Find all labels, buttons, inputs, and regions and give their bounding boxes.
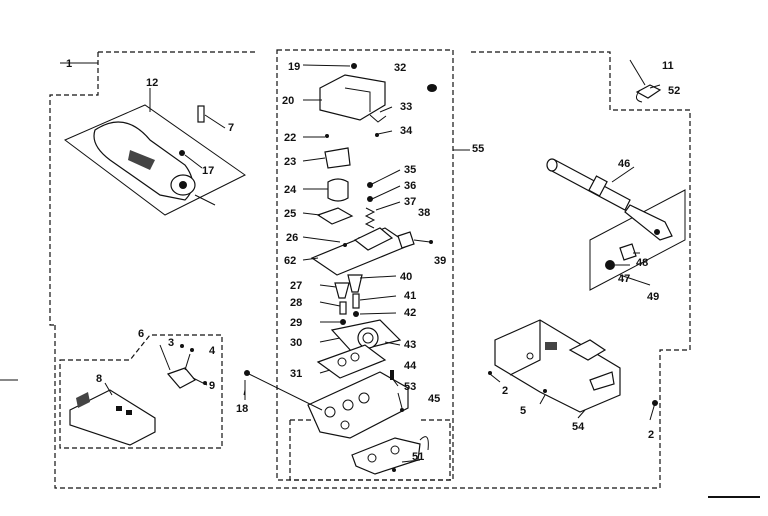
label-9: 9 [209,380,215,392]
label-3: 3 [168,337,174,349]
label-23: 23 [284,156,296,168]
spring-37 [364,207,376,229]
label-1: 1 [66,58,72,70]
label-31: 31 [290,368,302,380]
ball-22 [325,134,329,138]
label-34: 34 [400,125,413,137]
tube-46 [546,158,673,241]
label-40: 40 [400,271,412,283]
orifice-51 [351,437,421,475]
label-43: 43 [404,339,416,351]
label-47: 47 [618,273,630,285]
cap-32 [427,84,437,92]
label-38: 38 [418,207,430,219]
label-8: 8 [96,373,102,385]
label-4: 4 [209,345,216,357]
pin-28 [339,301,347,315]
knob-40 [347,274,363,293]
gasket-25 [316,207,354,225]
label-2a: 2 [502,385,508,397]
screw-2a [488,371,492,375]
bracket-8 [69,389,156,446]
spring-33 [369,114,387,123]
screw-5 [543,389,547,393]
pin-7 [197,105,205,123]
label-27: 27 [290,280,302,292]
label-37: 37 [404,196,416,208]
bracket-23 [324,147,351,169]
mounting-bracket-54 [494,319,621,413]
gasket-31 [316,344,387,379]
label-5: 5 [520,405,526,417]
cylinder-24 [327,178,349,202]
label-41: 41 [404,290,416,302]
screw-4 [190,348,194,352]
plate-62 [310,227,412,276]
label-24: 24 [284,184,297,196]
nut-47 [605,260,615,270]
label-25: 25 [284,208,296,220]
clip-9 [166,367,196,389]
screw-44 [390,370,394,380]
label-18: 18 [236,403,248,415]
valve-assembly-box [276,49,454,481]
label-33: 33 [400,101,412,113]
label-12: 12 [146,77,158,89]
label-30: 30 [290,337,302,349]
label-48: 48 [636,257,648,269]
label-62: 62 [284,255,296,267]
handle-assembly-12 [64,104,246,216]
label-42: 42 [404,307,416,319]
label-39: 39 [434,255,446,267]
label-51: 51 [412,451,424,463]
label-55: 55 [472,143,484,155]
screw-17 [179,150,185,156]
label-19: 19 [288,61,300,73]
label-20: 20 [282,95,294,107]
label-49: 49 [647,291,659,303]
label-32: 32 [394,62,406,74]
assembly-boundary [49,51,691,489]
label-2b: 2 [648,429,654,441]
clip-52 [635,84,662,99]
label-26: 26 [286,232,298,244]
block-38 [397,231,415,249]
label-7: 7 [228,122,234,134]
cover-20 [319,74,386,121]
label-22: 22 [284,132,296,144]
label-11: 11 [662,60,674,72]
subassembly-49-box [589,189,686,291]
label-29: 29 [290,317,302,329]
valve-body [307,371,409,439]
screw-53 [400,408,404,412]
label-35: 35 [404,164,416,176]
label-17: 17 [202,165,214,177]
label-52: 52 [668,85,680,97]
callout-labels: 1 12 7 17 19 20 22 23 24 25 26 62 27 28 … [66,58,680,463]
screw-19 [351,63,357,69]
label-54: 54 [572,421,585,433]
label-46: 46 [618,158,630,170]
label-53: 53 [404,381,416,393]
screw-3 [180,344,184,348]
label-45: 45 [428,393,440,405]
subassembly-6-box [59,334,223,449]
fitting-48 [619,243,637,261]
knob-27 [334,282,350,299]
label-6: 6 [138,328,144,340]
label-44: 44 [404,360,417,372]
pin-41 [352,293,360,309]
label-28: 28 [290,297,302,309]
label-36: 36 [404,180,416,192]
